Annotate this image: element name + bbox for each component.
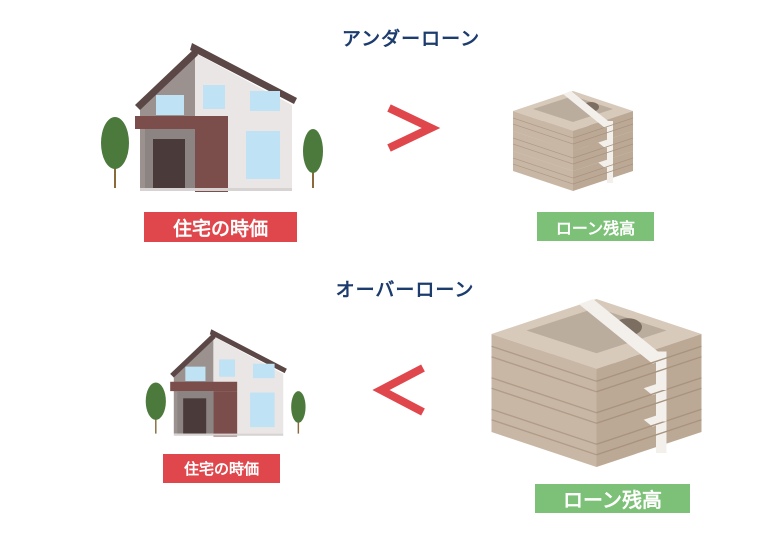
loan-balance-label: ローン残高 bbox=[535, 484, 690, 513]
greater-than-arrow-icon bbox=[387, 104, 441, 152]
banknote-stack-illustration bbox=[490, 298, 703, 468]
under-loan-title: アンダーローン bbox=[341, 28, 481, 50]
house-value-label: 住宅の時価 bbox=[144, 212, 297, 242]
banknote-stack-illustration bbox=[512, 90, 634, 192]
house-illustration bbox=[145, 329, 306, 437]
house-value-label: 住宅の時価 bbox=[163, 454, 280, 483]
over-loan-title: オーバーローン bbox=[335, 279, 475, 301]
loan-balance-label: ローン残高 bbox=[537, 212, 654, 241]
less-than-arrow-icon bbox=[372, 364, 425, 416]
house-illustration bbox=[101, 43, 323, 192]
